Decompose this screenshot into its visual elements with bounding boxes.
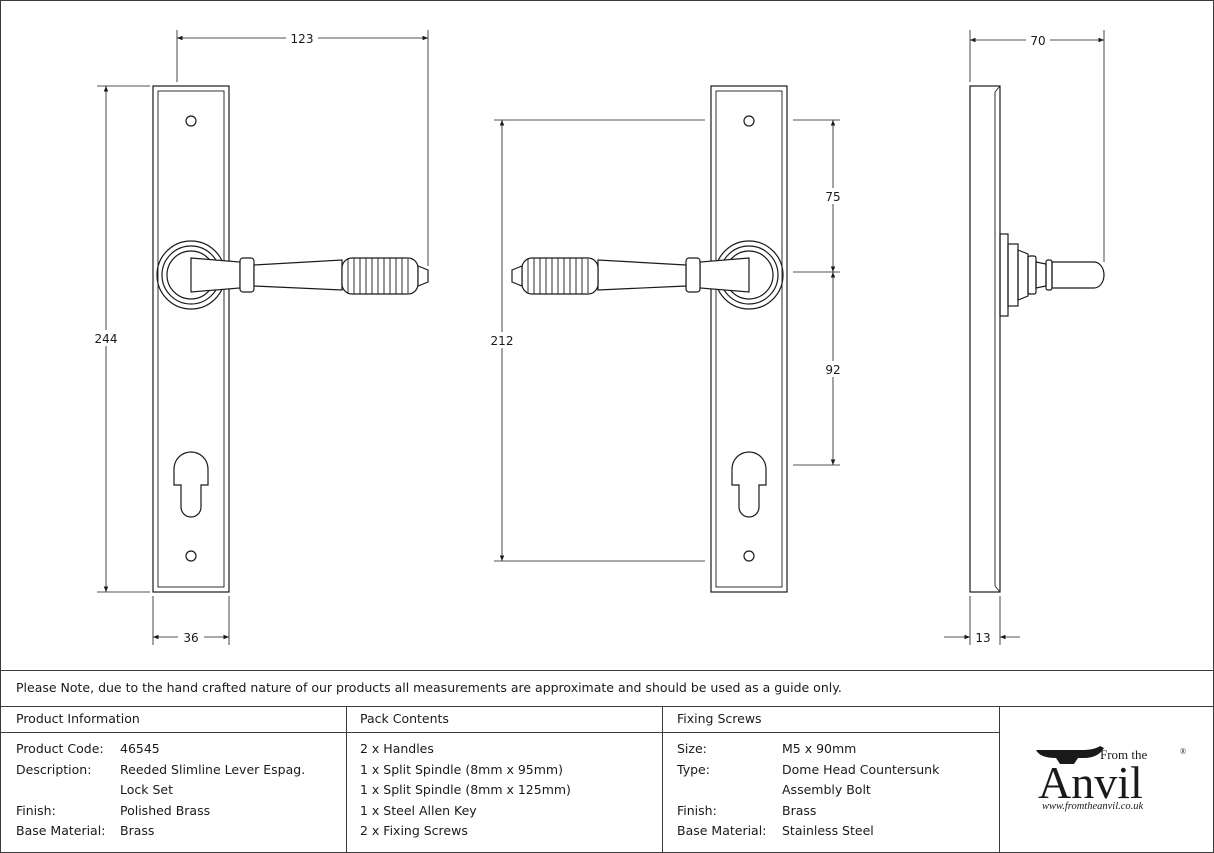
product-info-value: Lock Set — [120, 782, 174, 797]
collar-side — [1027, 255, 1037, 295]
header-bottom-border — [0, 732, 999, 733]
col-divider-1 — [346, 706, 347, 852]
logo-from-the: From the — [1100, 747, 1148, 762]
pack-item: 2 x Fixing Screws — [360, 823, 468, 838]
rose-side-outer — [999, 233, 1009, 317]
fixing-value: Assembly Bolt — [782, 782, 871, 797]
rose-side-inner — [1007, 243, 1019, 307]
backplate-inner — [715, 90, 783, 588]
anvil-logo-graphic: From the ® Anvil www.fromtheanvil.co.uk — [1036, 746, 1186, 812]
fixing-hole-top — [743, 115, 755, 127]
pack-contents-header: Pack Contents — [360, 711, 449, 726]
backplate-outline — [710, 85, 788, 593]
fixing-hole-top — [185, 115, 197, 127]
col-divider-3 — [999, 706, 1000, 852]
fixing-label: Base Material: — [677, 823, 767, 838]
table-top-border — [0, 670, 1213, 671]
product-info-label: Description: — [16, 762, 92, 777]
pack-item: 1 x Split Spindle (8mm x 95mm) — [360, 762, 563, 777]
lever-reeded-grip — [341, 257, 419, 295]
lever-neck — [190, 257, 241, 293]
pack-item: 2 x Handles — [360, 741, 434, 756]
dim-spindle-to-cylinder: 92 — [825, 363, 840, 377]
disclaimer-note: Please Note, due to the hand crafted nat… — [16, 680, 842, 695]
front-view-left — [152, 85, 429, 593]
technical-drawing: 123 244 36 — [94, 30, 1105, 645]
anvil-icon — [1036, 746, 1104, 764]
product-info-label: Base Material: — [16, 823, 106, 838]
fixing-label: Finish: — [677, 803, 717, 818]
lever-tip — [511, 265, 523, 287]
logo-registered: ® — [1180, 747, 1186, 756]
product-info-header: Product Information — [16, 711, 140, 726]
logo-url: www.fromtheanvil.co.uk — [1042, 801, 1144, 812]
lever-tip — [417, 265, 429, 287]
product-info-value: 46545 — [120, 741, 160, 756]
side-view — [969, 85, 1105, 593]
product-info-label: Finish: — [16, 803, 56, 818]
product-info-value: Reeded Slimline Lever Espag. — [120, 762, 306, 777]
reed-lines — [527, 258, 589, 294]
neck-side — [1017, 249, 1029, 301]
fixing-value: M5 x 90mm — [782, 741, 857, 756]
col-divider-2 — [662, 706, 663, 852]
dim-plate-thickness: 13 — [975, 631, 990, 645]
backplate-side — [969, 85, 1001, 593]
dims-centre — [494, 119, 840, 562]
lever-end-side — [1051, 261, 1105, 289]
logo-brand: Anvil — [1038, 757, 1143, 808]
dim-plate-width: 36 — [183, 631, 198, 645]
fixing-hole-bottom — [185, 550, 197, 562]
dim-plate-height: 244 — [95, 332, 118, 346]
dims-left — [97, 30, 429, 645]
dim-projection: 70 — [1030, 34, 1045, 48]
reed-lines — [347, 258, 409, 294]
backplate-outline — [152, 85, 230, 593]
dim-top-width: 123 — [291, 32, 314, 46]
fixing-value: Dome Head Countersunk — [782, 762, 940, 777]
from-the-anvil-logo: From the ® Anvil www.fromtheanvil.co.uk — [1034, 742, 1194, 822]
lever-shaft — [597, 259, 687, 291]
lever-collar — [685, 257, 701, 293]
note-bottom-border — [0, 706, 1213, 707]
fixing-value: Brass — [782, 803, 817, 818]
product-info-value: Polished Brass — [120, 803, 211, 818]
cylinder-cutout — [173, 451, 209, 518]
lever-reeded-grip — [521, 257, 599, 295]
pack-item: 1 x Split Spindle (8mm x 125mm) — [360, 782, 571, 797]
backplate-inner — [157, 90, 225, 588]
fixing-label: Size: — [677, 741, 707, 756]
lever-collar — [239, 257, 255, 293]
front-view-centre — [511, 85, 788, 593]
fixing-hole-bottom — [743, 550, 755, 562]
dims-side — [944, 30, 1105, 645]
pack-item: 1 x Steel Allen Key — [360, 803, 477, 818]
dim-spindle-to-top-fixing: 75 — [825, 190, 840, 204]
product-info-value: Brass — [120, 823, 155, 838]
lever-shaft — [253, 259, 343, 291]
fixing-screws-header: Fixing Screws — [677, 711, 762, 726]
lever-neck — [699, 257, 750, 293]
product-info-label: Product Code: — [16, 741, 104, 756]
cylinder-cutout — [731, 451, 767, 518]
fixing-label: Type: — [677, 762, 710, 777]
dim-fixing-centres: 212 — [491, 334, 514, 348]
fixing-value: Stainless Steel — [782, 823, 874, 838]
